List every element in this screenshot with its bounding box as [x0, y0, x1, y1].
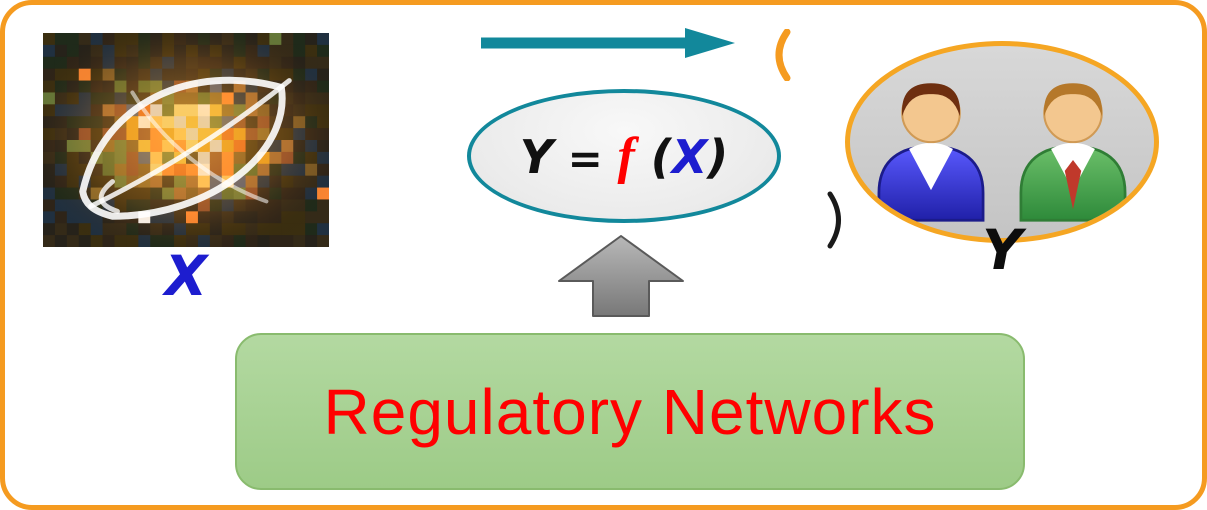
- formula-close-paren: ): [707, 129, 729, 184]
- formula-text: Y = f (X): [520, 127, 729, 186]
- formula-function: f: [617, 127, 635, 185]
- regulatory-networks-box: Regulatory Networks: [235, 333, 1025, 490]
- formula-ellipse: Y = f (X): [467, 89, 781, 223]
- person-blue-icon: [877, 83, 985, 222]
- output-label: Y: [982, 218, 1022, 282]
- regulatory-networks-label: Regulatory Networks: [323, 375, 937, 448]
- people-ellipse: [845, 41, 1159, 243]
- formula-equals: =: [553, 133, 618, 183]
- formula-open-paren: (: [634, 129, 672, 184]
- formula-argument: X: [671, 129, 708, 184]
- person-green-icon: [1019, 83, 1127, 222]
- right-arrow-icon: [481, 28, 735, 58]
- formula-lhs: Y: [519, 129, 553, 184]
- decorative-orange-arc: [775, 29, 791, 81]
- input-label: X: [164, 244, 208, 308]
- dna-mosaic-image: [43, 33, 329, 247]
- decorative-dark-arc: [827, 191, 841, 249]
- up-block-arrow-icon: [558, 235, 684, 317]
